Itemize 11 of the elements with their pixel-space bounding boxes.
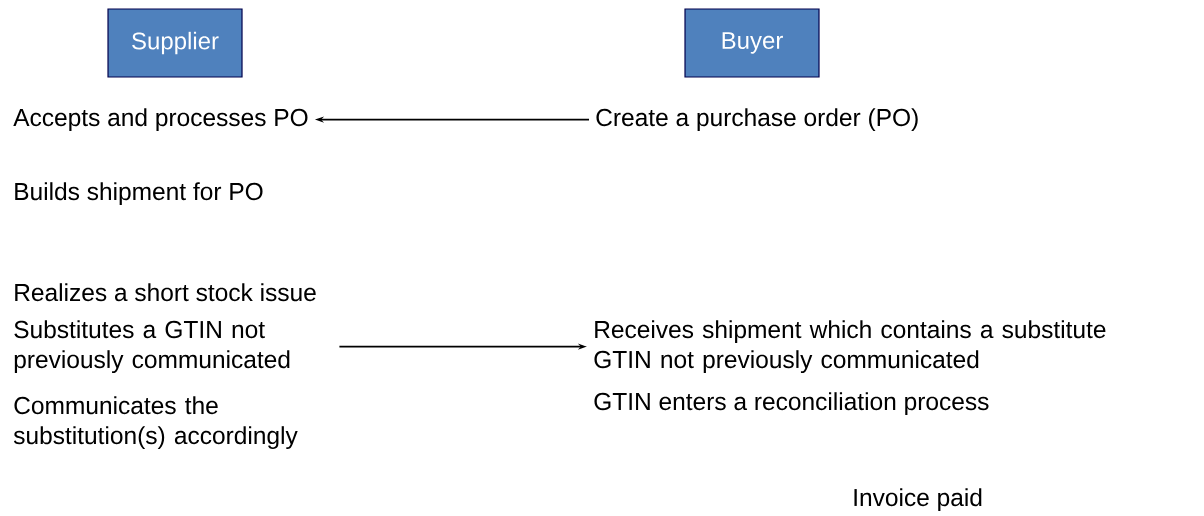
step-text: Builds shipment for PO — [15, 182, 263, 206]
step-text: Substitutes a GTIN not previously communicated — [14, 320, 290, 374]
step-text: Communicates the substitution(s) accordingly — [13, 396, 298, 450]
step-text: Accepts and processes PO — [13, 108, 308, 132]
step-text: Create a purchase order (PO) — [596, 108, 918, 132]
step-text: Invoice paid — [854, 488, 982, 512]
step-text: GTIN enters a reconciliation process — [594, 392, 989, 416]
role-box: Buyer — [684, 8, 820, 78]
step-text: Realizes a short stock issue — [15, 283, 316, 302]
role-box: Supplier — [107, 8, 243, 78]
step-text: Receives shipment which contains a substitute GTIN not previously communicated — [594, 320, 1106, 374]
